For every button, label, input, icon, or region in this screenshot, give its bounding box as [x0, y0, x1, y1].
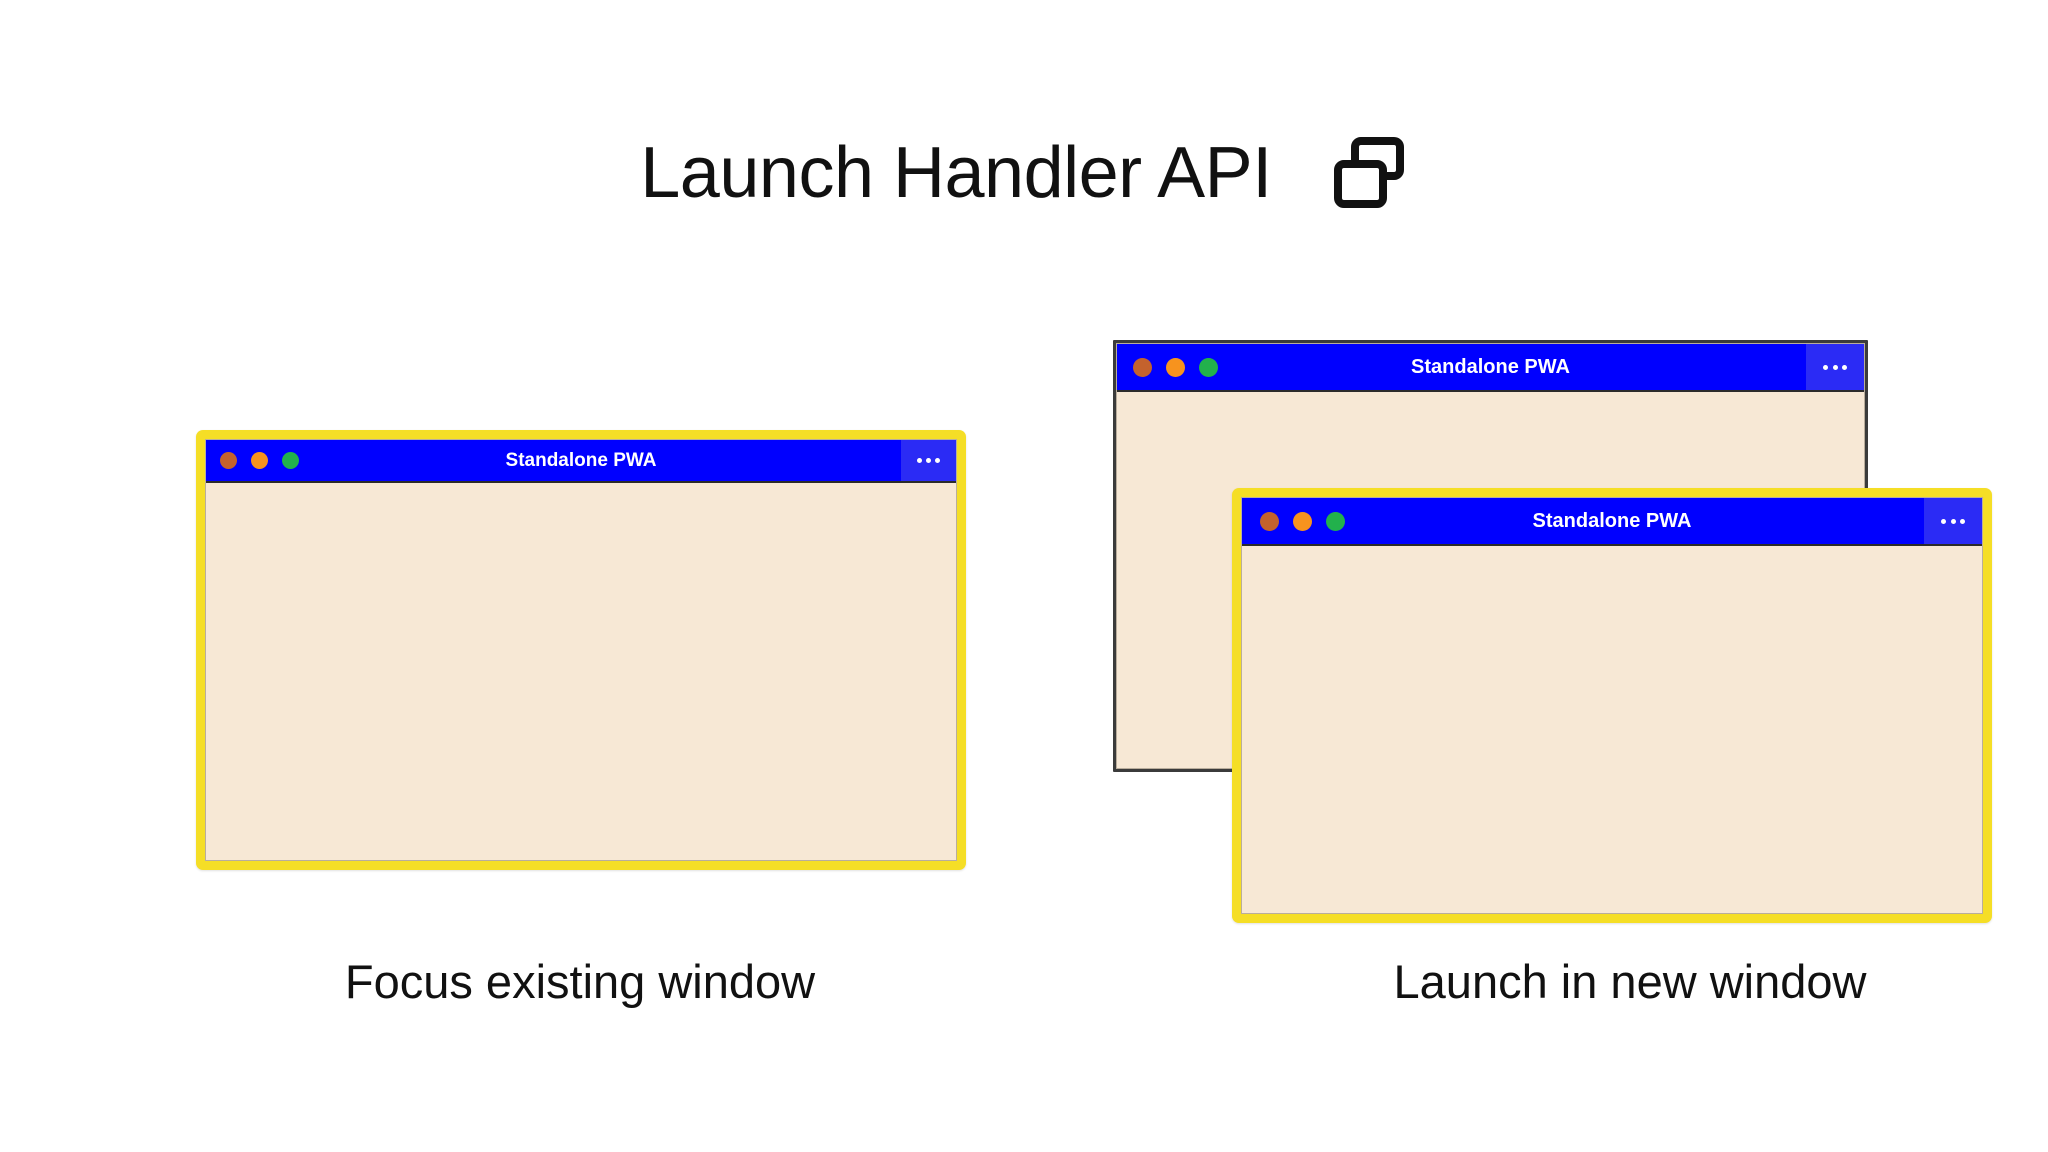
- window-title: Standalone PWA: [1411, 355, 1570, 378]
- traffic-lights: [1133, 357, 1218, 377]
- overflow-menu-icon[interactable]: [1924, 498, 1982, 544]
- close-dot-icon[interactable]: [1133, 357, 1152, 377]
- menu-dot: [1950, 518, 1956, 524]
- caption-launch-new: Launch in new window: [1393, 955, 1867, 1008]
- window-content-area: [1242, 546, 1982, 913]
- menu-dot: [1823, 364, 1829, 370]
- menu-dot: [1832, 364, 1838, 370]
- multi-window-icon: [1330, 134, 1408, 212]
- window-focus-existing[interactable]: Standalone PWA: [196, 430, 966, 870]
- maximize-dot-icon[interactable]: [1199, 357, 1218, 377]
- traffic-lights: [1260, 511, 1345, 531]
- menu-dot: [935, 458, 941, 463]
- minimize-dot-icon[interactable]: [251, 452, 268, 469]
- maximize-dot-icon[interactable]: [282, 452, 299, 469]
- traffic-lights: [220, 452, 299, 469]
- window-titlebar[interactable]: Standalone PWA: [1117, 344, 1864, 392]
- caption-focus-existing: Focus existing window: [344, 955, 816, 1008]
- overflow-menu-icon[interactable]: [901, 440, 956, 481]
- window-title: Standalone PWA: [1532, 509, 1692, 532]
- minimize-dot-icon[interactable]: [1166, 357, 1185, 377]
- menu-dot: [1941, 518, 1947, 524]
- window-titlebar[interactable]: Standalone PWA: [206, 440, 956, 483]
- minimize-dot-icon[interactable]: [1293, 511, 1312, 531]
- close-dot-icon[interactable]: [1260, 511, 1279, 531]
- window-titlebar[interactable]: Standalone PWA: [1242, 498, 1982, 546]
- window-newly-launched[interactable]: Standalone PWA: [1232, 488, 1992, 923]
- window-inner: Standalone PWA: [205, 439, 957, 861]
- menu-dot: [916, 458, 922, 463]
- close-dot-icon[interactable]: [220, 452, 237, 469]
- menu-dot: [1959, 518, 1965, 524]
- window-inner: Standalone PWA: [1241, 497, 1983, 914]
- menu-dot: [1841, 364, 1847, 370]
- page-title: Launch Handler API: [640, 133, 1272, 213]
- page-header: Launch Handler API: [0, 118, 2048, 228]
- menu-dot: [926, 458, 931, 463]
- overflow-menu-icon[interactable]: [1806, 344, 1864, 390]
- window-content-area: [206, 483, 956, 860]
- window-title: Standalone PWA: [505, 449, 657, 471]
- maximize-dot-icon[interactable]: [1326, 511, 1345, 531]
